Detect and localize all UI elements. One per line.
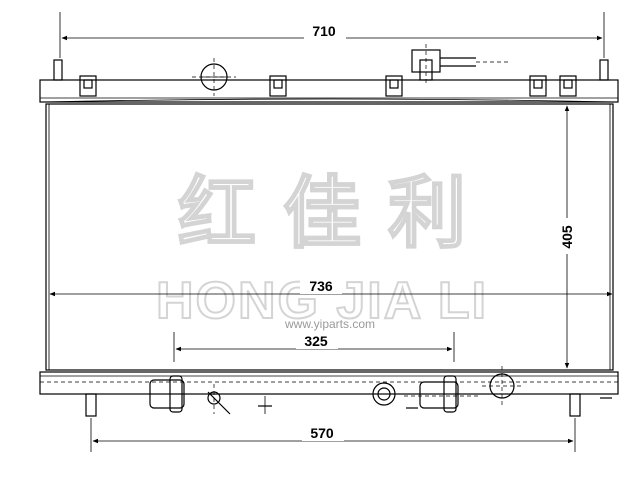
top-right-pin [599,59,609,81]
overflow-fitting [411,44,510,86]
radiator-core [45,103,614,371]
dimension-inner: 325 [173,332,455,362]
watermark: 红 佳 利 HONG JIA LI www.yiparts.com [155,168,487,331]
sensor [372,382,396,406]
bottom-right-pin [569,393,581,417]
filler-cap [192,58,236,96]
top-tank [39,44,619,103]
dimension-core: 736 [49,278,613,297]
inlet-pipe [404,375,478,413]
dimension-label-inner: 325 [304,333,328,349]
watermark-chinese: 红 佳 利 [178,169,466,259]
dimension-label-top: 710 [312,23,336,39]
drain-plug [207,384,231,415]
watermark-url: www.yiparts.com [284,317,375,331]
bottom-left-pin [85,393,97,417]
bottom-tank [39,366,619,417]
outlet-pipe [118,375,210,413]
dimension-bottom: 570 [90,418,576,452]
dimension-label-height: 405 [559,225,575,249]
bottom-fitting-small [258,396,272,414]
bottom-cap [482,366,522,406]
dimension-label-bottom: 570 [310,425,334,441]
dimension-height: 405 [554,105,580,369]
dimension-top: 710 [59,12,605,58]
top-left-pin [53,59,63,81]
top-brackets [79,75,577,97]
dimension-label-core: 736 [309,278,333,294]
bottom-fitting-right [406,397,612,409]
